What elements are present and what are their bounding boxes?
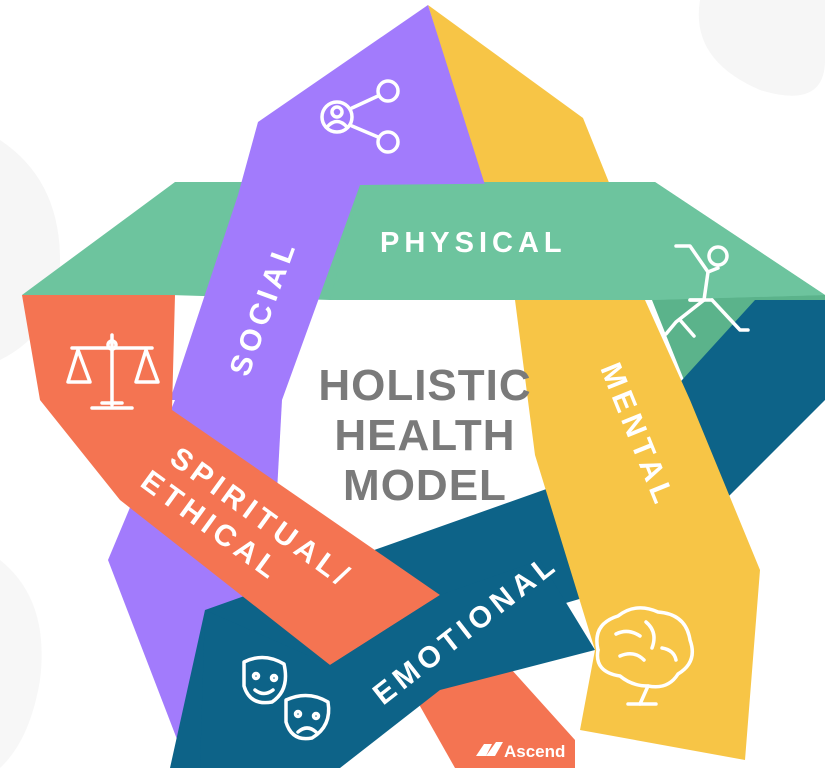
- social-network-icon: [320, 79, 400, 154]
- theater-masks-icon: [242, 655, 331, 741]
- spiritual-band-main: [22, 295, 440, 665]
- ascend-logo-icon: [476, 742, 503, 756]
- center-title-line1: HOLISTIC: [318, 361, 531, 410]
- center-title-line3: MODEL: [343, 461, 507, 510]
- mental-band-main: [515, 300, 760, 760]
- center-title-line2: HEALTH: [334, 411, 515, 460]
- mental-band-upper: [428, 5, 610, 185]
- yoga-pose-icon: [664, 244, 750, 338]
- brain-icon: [595, 606, 694, 706]
- brand-name: Ascend: [504, 742, 565, 761]
- social-band-upper: [170, 5, 485, 400]
- physical-label: PHYSICAL: [380, 227, 567, 259]
- balance-scale-icon: [66, 333, 160, 410]
- physical-band-front: [330, 182, 825, 300]
- ascend-brand: Ascend: [476, 742, 565, 761]
